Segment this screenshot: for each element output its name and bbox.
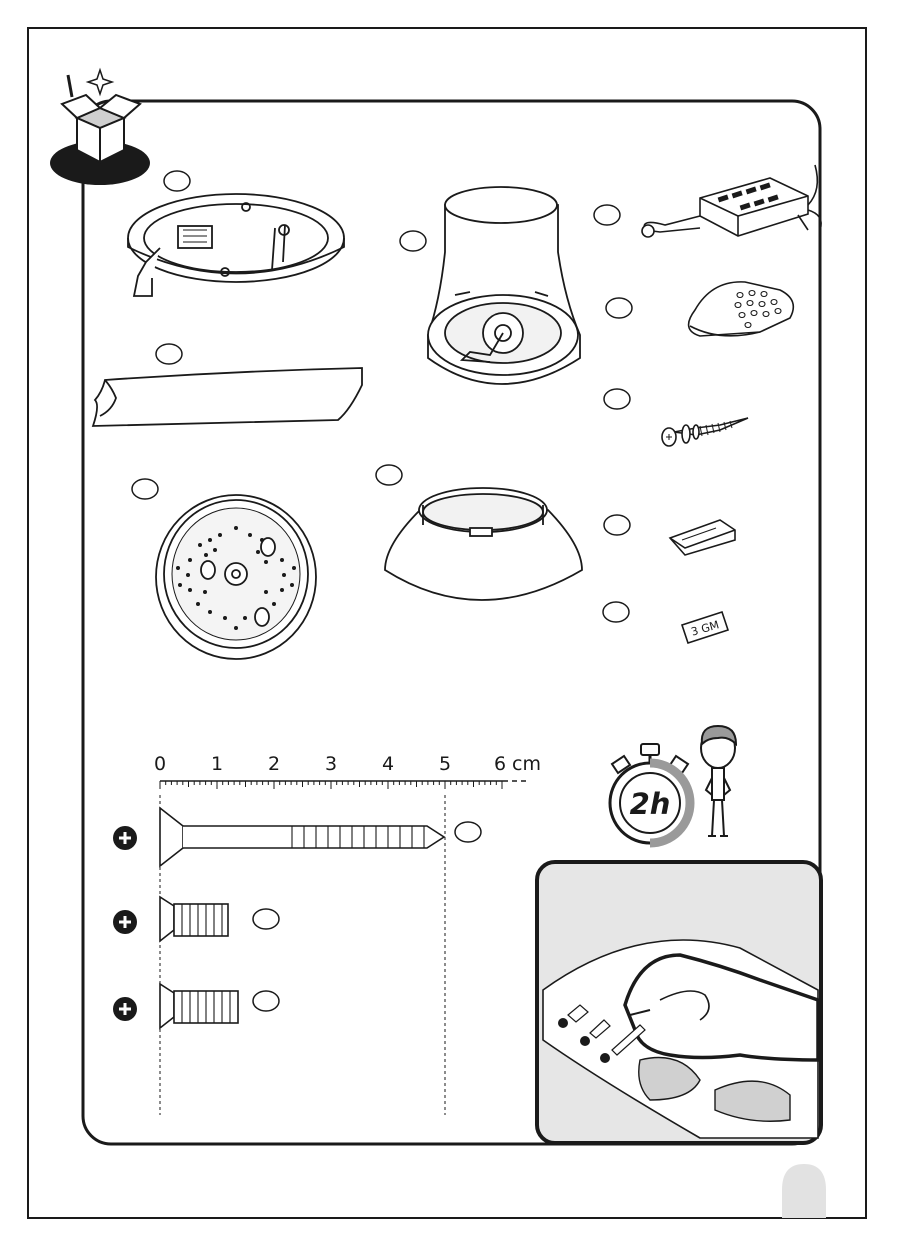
ruler-tick-label: 2 <box>268 753 280 775</box>
plus-circle-icon <box>113 997 137 1021</box>
part-label-badge <box>253 909 279 929</box>
detail-panel <box>537 862 821 1143</box>
ruler-unit: cm <box>512 753 541 775</box>
part-label-badge <box>132 479 158 499</box>
part-label-badge <box>603 602 629 622</box>
ruler-tick-label: 0 <box>154 753 166 775</box>
stopwatch-label: 2h <box>630 787 671 821</box>
stopwatch-icon: 2h <box>610 744 690 843</box>
part-label-badge <box>455 822 481 842</box>
ruler-tick-label: 3 <box>325 753 337 775</box>
motor-housing-illustration <box>428 187 580 384</box>
top-cover-illustration <box>156 495 316 659</box>
detail-plus-icon <box>580 1036 590 1046</box>
part-label-badge <box>376 465 402 485</box>
part-label-badge <box>156 344 182 364</box>
plus-circle-icon <box>113 910 137 934</box>
ruler-tick-label: 1 <box>211 753 223 775</box>
ruler-tick-label: 6 <box>494 753 506 775</box>
part-label-badge <box>594 205 620 225</box>
ruler-tick-label: 4 <box>382 753 394 775</box>
part-label-badge <box>604 389 630 409</box>
part-label-badge <box>606 298 632 318</box>
plus-circle-icon <box>113 826 137 850</box>
detail-plus-icon <box>558 1018 568 1028</box>
page-number-tab <box>782 1164 826 1218</box>
part-label-badge <box>604 515 630 535</box>
detail-plus-icon <box>600 1053 610 1063</box>
part-label-badge <box>253 991 279 1011</box>
part-label-badge <box>400 231 426 251</box>
ruler-tick-label: 5 <box>439 753 451 775</box>
part-label-badge <box>164 171 190 191</box>
